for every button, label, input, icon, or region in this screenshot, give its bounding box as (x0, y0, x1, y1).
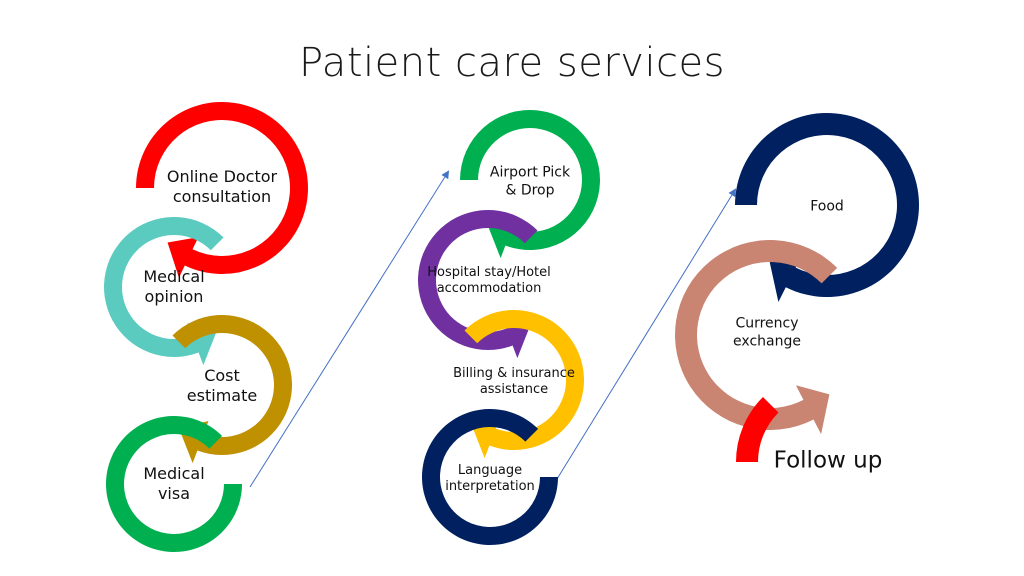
step-language-interpretation: Language interpretation (445, 463, 535, 496)
step-label-line: Language (457, 462, 523, 478)
step-label-line: estimate (186, 386, 258, 405)
step-label-line: accommodation (436, 281, 542, 296)
connector-arrow (249, 170, 450, 488)
step-medical-opinion: Medical opinion (143, 267, 204, 307)
shapes-layer (104, 102, 919, 552)
step-currency-exchange: Currency exchange (733, 316, 801, 351)
step-label-line: Food (810, 198, 844, 215)
ring-follow-up (736, 396, 779, 462)
curved-arrow-airport-pick-drop (460, 110, 600, 259)
step-label-line: visa (157, 484, 191, 503)
step-label-line: Cost (204, 366, 240, 385)
step-food: Food (810, 198, 844, 216)
step-label-line: Follow up (773, 447, 883, 474)
step-label-line: Medical (143, 464, 205, 483)
step-label-line: Medical (143, 267, 205, 286)
step-label-line: Online Doctor (166, 167, 278, 186)
step-label-line: assistance (479, 382, 549, 397)
step-label-line: consultation (172, 187, 272, 206)
step-label-line: interpretation (445, 479, 535, 494)
page-title: Patient care services (298, 40, 725, 86)
step-label-line: Currency (735, 315, 799, 332)
step-label-line: opinion (144, 287, 204, 306)
step-online-doctor-consultation: Online Doctor consultation (167, 167, 277, 207)
step-label-line: Billing & insurance (453, 365, 575, 381)
step-label-line: exchange (733, 333, 801, 349)
step-label-line: Hospital stay/Hotel (427, 264, 551, 280)
connectors-layer (249, 170, 737, 488)
step-cost-estimate: Cost estimate (187, 366, 257, 406)
step-billing-insurance: Billing & insurance assistance (453, 366, 575, 399)
connector-arrow (556, 188, 737, 480)
step-label-line: Airport Pick (489, 164, 571, 181)
step-hospital-stay-hotel: Hospital stay/Hotel accommodation (427, 265, 551, 298)
step-airport-pick-drop: Airport Pick & Drop (490, 165, 570, 200)
step-medical-visa: Medical visa (143, 464, 204, 504)
curved-arrow-currency-exchange (675, 240, 838, 435)
step-label-line: & Drop (505, 182, 555, 198)
step-follow-up: Follow up (774, 447, 883, 476)
